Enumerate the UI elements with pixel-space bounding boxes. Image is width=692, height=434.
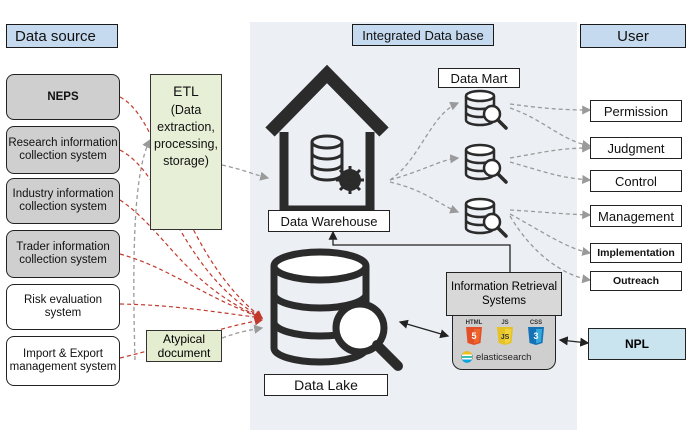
elasticsearch-label: elasticsearch bbox=[476, 351, 532, 363]
html5-shield-icon: 5 bbox=[466, 327, 482, 345]
information-retrieval-systems: Information Retrieval Systems bbox=[446, 272, 562, 316]
user-permission: Permission bbox=[590, 100, 682, 122]
atypical-document: Atypical document bbox=[146, 330, 222, 362]
arrow-irs-to-warehouse bbox=[328, 230, 511, 272]
source-research: Research information collection system bbox=[6, 126, 120, 174]
data-lake-icon bbox=[270, 248, 403, 371]
js-logo: JS JS bbox=[494, 320, 516, 348]
etl-detail: (Data extraction, processing, storage) bbox=[154, 103, 218, 168]
etl-box: ETL (Data extraction, processing, storag… bbox=[150, 74, 222, 230]
data-mart-icon-1 bbox=[464, 89, 508, 130]
arrow-irs-npl-bidirectional bbox=[558, 336, 590, 347]
data-mart-icon-3 bbox=[464, 197, 508, 238]
arrow-etl-to-warehouse bbox=[221, 164, 270, 181]
etl-title: ETL bbox=[173, 83, 199, 99]
arrow-mart1-to-permission bbox=[509, 103, 592, 115]
source-industry: Industry information collection system bbox=[6, 178, 120, 224]
svg-text:3: 3 bbox=[533, 331, 538, 341]
arrow-neps-to-lake bbox=[119, 96, 263, 319]
data-mart-label: Data Mart bbox=[438, 68, 520, 88]
arrow-mart2-to-judgment bbox=[509, 143, 592, 159]
arrow-mart3-to-management bbox=[509, 209, 592, 220]
arrow-risk-to-lake bbox=[119, 303, 264, 322]
user-header: User bbox=[580, 24, 686, 48]
data-warehouse-icon bbox=[265, 64, 389, 212]
npl-box: NPL bbox=[588, 328, 686, 360]
css3-shield-icon: 3 bbox=[528, 327, 544, 345]
arrow-mart2-to-control bbox=[509, 161, 592, 185]
arrow-warehouse-to-mart3 bbox=[389, 181, 460, 214]
arrow-warehouse-to-mart2 bbox=[389, 154, 460, 181]
arrow-mart1-to-judgment bbox=[509, 107, 592, 149]
user-implementation: Implementation bbox=[590, 243, 682, 263]
arrow-mart3-to-implementation bbox=[509, 213, 592, 256]
arrow-trader-to-lake bbox=[119, 253, 264, 320]
css3-logo: CSS 3 bbox=[525, 320, 547, 348]
search-engine-panel: HTML 5 JS JS CSS bbox=[452, 316, 556, 370]
data-warehouse-label: Data Warehouse bbox=[268, 210, 390, 232]
elasticsearch-icon bbox=[461, 351, 473, 363]
source-risk-evaluation: Risk evaluation system bbox=[6, 284, 120, 330]
arrow-sources-to-etl bbox=[133, 138, 151, 361]
arrow-mart3-to-outreach bbox=[509, 215, 592, 284]
svg-text:JS: JS bbox=[501, 334, 510, 341]
arrow-lake-irs-bidirectional bbox=[398, 319, 450, 339]
user-management: Management bbox=[590, 205, 682, 227]
source-import-export: Import & Export management system bbox=[6, 336, 120, 386]
js-shield-icon: JS bbox=[497, 327, 513, 345]
arrow-atypical-to-lake bbox=[221, 324, 264, 339]
integrated-database-header: Integrated Data base bbox=[352, 24, 494, 46]
data-mart-icon-2 bbox=[464, 143, 508, 184]
source-trader: Trader information collection system bbox=[6, 230, 120, 278]
svg-text:5: 5 bbox=[471, 331, 476, 341]
user-judgment: Judgment bbox=[590, 137, 682, 159]
user-outreach: Outreach bbox=[590, 271, 682, 291]
data-source-header: Data source bbox=[6, 24, 118, 48]
data-lake-label: Data Lake bbox=[264, 374, 388, 396]
arrow-warehouse-to-mart1 bbox=[389, 101, 460, 181]
arrow-industry-to-lake bbox=[119, 199, 264, 320]
source-neps: NEPS bbox=[6, 74, 120, 120]
html5-logo: HTML 5 bbox=[463, 320, 485, 348]
user-control: Control bbox=[590, 170, 682, 192]
